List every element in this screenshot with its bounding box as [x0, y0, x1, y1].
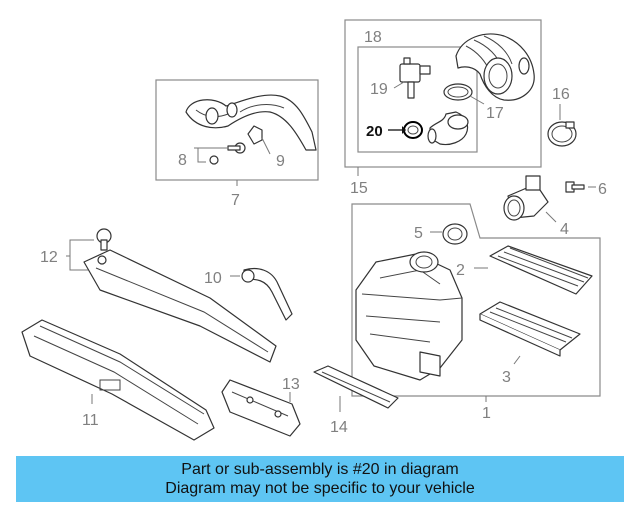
bolt-8 — [209, 142, 246, 165]
callout-9: 9 — [276, 153, 285, 170]
sensor-4 — [503, 175, 549, 221]
air-guide-12 — [83, 249, 277, 363]
callout-18: 18 — [364, 29, 382, 46]
callout-5: 5 — [414, 225, 423, 242]
group-box-15 — [344, 19, 542, 168]
clip-9 — [247, 125, 263, 145]
lower-duct-11 — [21, 319, 215, 441]
callout-17: 17 — [486, 105, 504, 122]
callout-7: 7 — [231, 192, 240, 209]
callout-10: 10 — [204, 270, 222, 287]
intake-hose-7 — [185, 94, 317, 151]
air-duct-17 — [455, 33, 535, 101]
callout-2: 2 — [456, 262, 465, 279]
callout-11: 11 — [82, 412, 99, 429]
o-ring-20 — [403, 121, 423, 139]
clamp-16 — [547, 121, 577, 147]
callout-3: 3 — [502, 369, 511, 386]
callout-1: 1 — [482, 405, 491, 422]
callout-13: 13 — [282, 376, 300, 393]
callout-14: 14 — [330, 419, 348, 436]
screw-12 — [96, 228, 112, 251]
valve-19 — [399, 57, 431, 99]
banner-line-2: Diagram may not be specific to your vehi… — [165, 480, 475, 497]
seal-14 — [313, 365, 399, 409]
hose-10 — [241, 267, 293, 321]
bracket-13 — [221, 379, 301, 437]
group-box-1 — [351, 203, 601, 397]
screw-6 — [565, 181, 585, 193]
clamp-17 — [443, 83, 473, 101]
callout-8: 8 — [178, 152, 187, 169]
callout-16: 16 — [552, 86, 570, 103]
filter-cover-3 — [479, 301, 581, 357]
elbow-pipe-18 — [427, 111, 469, 146]
info-banner: Part or sub-assembly is #20 in diagram D… — [16, 456, 624, 502]
air-cleaner-housing-1 — [355, 251, 463, 381]
gasket-5 — [442, 223, 468, 245]
callout-6: 6 — [598, 181, 607, 198]
filter-element-2 — [489, 245, 593, 295]
callout-20: 20 — [366, 123, 383, 140]
banner-line-1: Part or sub-assembly is #20 in diagram — [181, 461, 459, 478]
callout-19: 19 — [370, 81, 388, 98]
parts-diagram: 1 2 3 4 5 6 7 8 9 10 11 12 13 14 15 16 1… — [21, 19, 607, 441]
callout-4: 4 — [560, 221, 569, 238]
callout-15: 15 — [350, 180, 368, 197]
callout-12: 12 — [40, 249, 58, 266]
